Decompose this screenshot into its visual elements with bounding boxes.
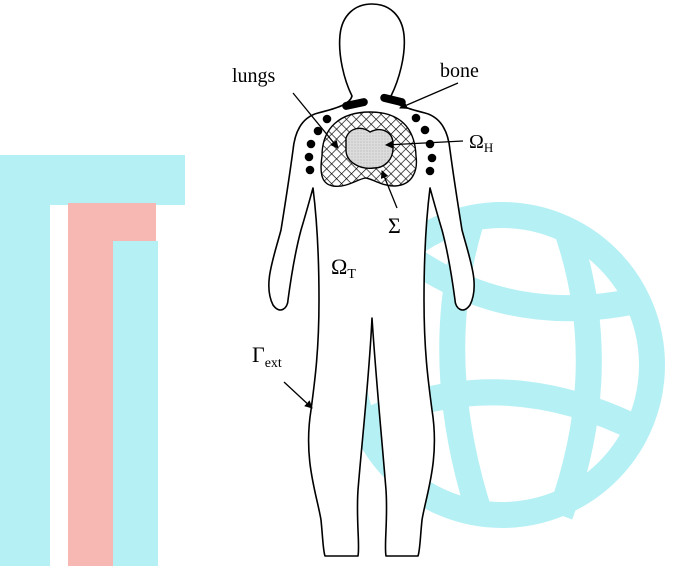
gamma-ext-label: Γext [252,342,282,371]
bone-dot [421,126,430,135]
omega-h-subscript: H [484,140,493,155]
bone-dot [305,153,314,162]
gamma-ext-symbol: Γ [252,342,265,367]
omega-t-symbol: Ω [331,254,347,279]
heart-region [346,128,393,168]
gamma-ext-arrow [284,382,312,408]
bone-dot [426,140,435,149]
watermark-pink-horizontal [68,203,156,241]
omega-h-label: ΩH [469,131,493,155]
omega-h-symbol: Ω [469,131,484,153]
gamma-ext-subscript: ext [265,356,282,371]
bone-dot [412,114,421,123]
lungs-label: lungs [232,65,276,87]
watermark-cyan-band [113,241,158,566]
bone-arrow [400,83,458,108]
bone-dot [323,115,332,124]
bone-dot [428,154,437,163]
omega-t-subscript: T [347,267,356,282]
sigma-label: Σ [388,213,401,238]
bone-dot [307,140,316,149]
watermark-pink-vertical [68,203,113,566]
bone-dot [306,166,315,175]
bone-label: bone [440,60,479,82]
bone-dot [426,167,435,176]
